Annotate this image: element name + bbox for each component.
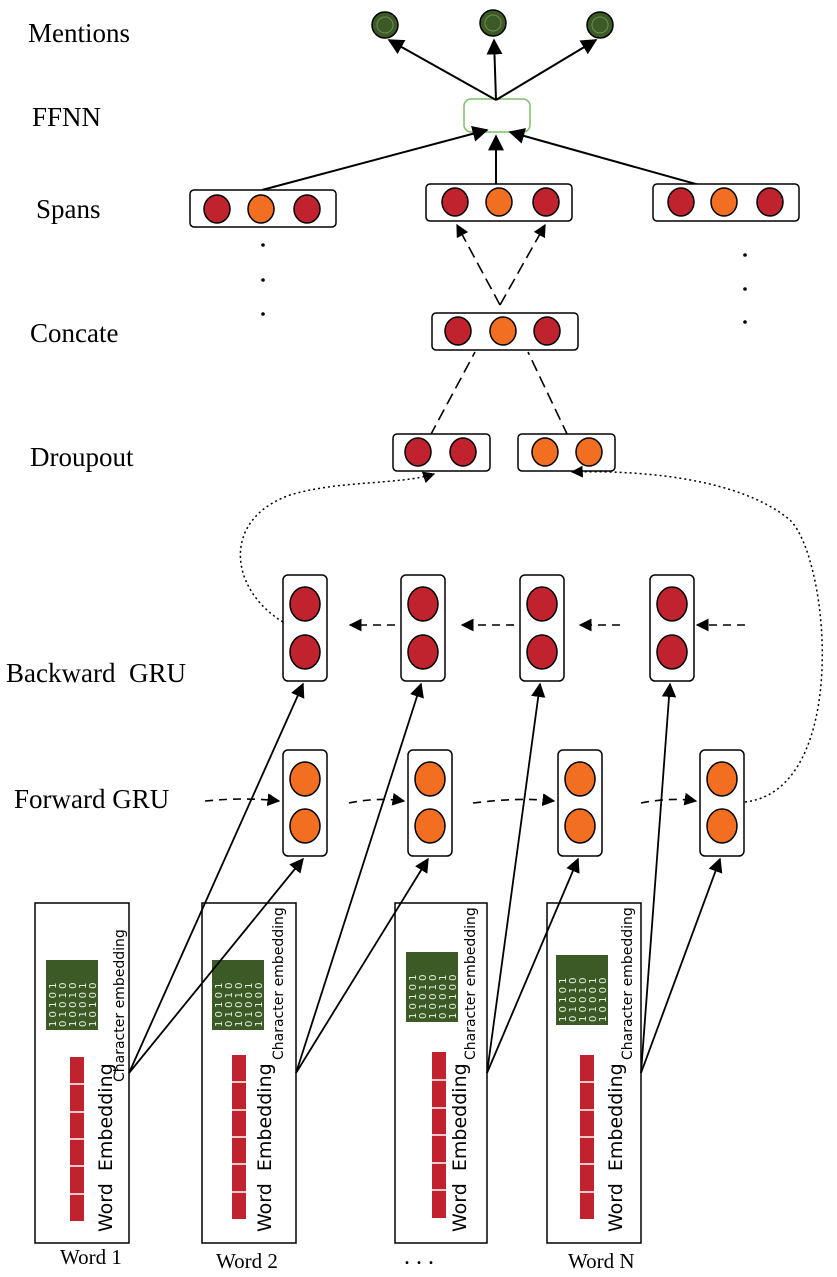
svg-text:1 0 1 0 0: 1 0 1 0 0 xyxy=(598,977,609,1022)
character-embedding-label: Character embedding xyxy=(271,907,287,1060)
dropout-vector-backward xyxy=(392,433,491,472)
svg-text:0 1 0 0 1: 0 1 0 0 1 xyxy=(588,977,599,1022)
svg-text:1 0 1 0 0: 1 0 1 0 0 xyxy=(88,982,99,1027)
character-embedding-label: Character embedding xyxy=(620,907,636,1060)
backward-gru-cell-1 xyxy=(282,574,328,682)
word-box-labels: Character embedding Word Embedding Chara… xyxy=(95,907,636,1232)
span-vector-1 xyxy=(189,189,337,228)
spans-to-ffnn-arrows xyxy=(261,125,711,191)
mention-node-3 xyxy=(586,11,614,39)
svg-text:1 0 1 0 1: 1 0 1 0 1 xyxy=(214,982,225,1027)
dropout-vector-forward xyxy=(517,433,616,472)
svg-text:0 1 0 0 1: 0 1 0 0 1 xyxy=(78,982,89,1027)
layer-label-ffnn: FFNN xyxy=(32,102,101,132)
word-embedding-label: Word Embedding xyxy=(95,1063,117,1232)
forward-gru-cell-3 xyxy=(557,749,603,857)
word-label-2: Word 2 xyxy=(216,1249,278,1273)
backward-gru-cell-2 xyxy=(400,574,446,682)
forward-gru-cell-4 xyxy=(699,749,745,857)
ffnn-box xyxy=(463,98,531,133)
svg-text:0 1 0 1 0: 0 1 0 1 0 xyxy=(58,982,69,1027)
svg-text:1 0 1 0 1: 1 0 1 0 1 xyxy=(408,974,419,1019)
forward-gru-cell-1 xyxy=(282,749,328,857)
svg-text:1 0 1 0 1: 1 0 1 0 1 xyxy=(48,982,59,1027)
mention-node-1 xyxy=(371,11,399,39)
character-embedding-grid xyxy=(212,960,264,1030)
svg-text:0 1 0 1 0: 0 1 0 1 0 xyxy=(418,974,429,1019)
word-to-gru-arrows xyxy=(128,682,723,1074)
word-embedding-label: Word Embedding xyxy=(254,1063,276,1232)
span-vector-2 xyxy=(425,183,573,222)
forward-gru-cell-2 xyxy=(407,749,453,857)
svg-text:1 0 1 0 1: 1 0 1 0 1 xyxy=(558,977,569,1022)
svg-text:1 0 0 1 0: 1 0 0 1 0 xyxy=(578,977,589,1022)
svg-text:0 1 0 0 1: 0 1 0 0 1 xyxy=(438,974,449,1019)
gru-to-dropout-curves xyxy=(239,465,824,803)
layer-label-forward-gru: Forward GRU xyxy=(14,784,169,814)
layer-label-spans: Spans xyxy=(36,194,101,224)
layer-label-backward-gru: Backward GRU xyxy=(6,658,186,688)
word-label-n: Word N xyxy=(568,1249,635,1273)
svg-text:1 0 0 1 0: 1 0 0 1 0 xyxy=(428,974,439,1019)
ffnn-to-mentions-arrows xyxy=(387,38,598,101)
concate-vector xyxy=(431,312,579,351)
span-vector-3 xyxy=(652,183,800,222)
svg-text:1 0 1 0 0: 1 0 1 0 0 xyxy=(448,974,459,1019)
svg-text:0 1 0 1 0: 0 1 0 1 0 xyxy=(568,977,579,1022)
backward-gru-cell-3 xyxy=(519,574,565,682)
svg-text:0 1 0 0 1: 0 1 0 0 1 xyxy=(244,982,255,1027)
forward-gru-arrows xyxy=(204,792,698,807)
span-ellipsis-dots xyxy=(261,243,747,324)
word-box-4 xyxy=(546,902,642,1244)
concate-to-span-arrows xyxy=(456,223,546,306)
backward-gru-cells xyxy=(282,574,695,682)
layer-label-dropout: Droupout xyxy=(30,442,134,472)
character-embedding-label: Character embedding xyxy=(112,929,128,1082)
mention-node-2 xyxy=(479,9,507,37)
character-embedding-grid xyxy=(406,952,458,1022)
word-box-2 xyxy=(201,902,297,1244)
word-ellipsis: . . . xyxy=(404,1244,434,1270)
character-embedding-grid xyxy=(556,955,608,1025)
layer-label-mentions: Mentions xyxy=(28,18,130,48)
layer-label-concate: Concate xyxy=(30,318,118,348)
word-embedding-label: Word Embedding xyxy=(605,1063,627,1232)
svg-text:1 0 0 1 0: 1 0 0 1 0 xyxy=(234,982,245,1027)
dropout-to-concate-lines xyxy=(429,351,569,437)
character-embedding-label: Character embedding xyxy=(463,907,479,1060)
forward-gru-cells xyxy=(282,749,745,857)
character-embedding-grid xyxy=(46,960,98,1030)
mention-nodes xyxy=(371,9,614,39)
svg-text:0 1 0 1 0: 0 1 0 1 0 xyxy=(224,982,235,1027)
backward-gru-cell-4 xyxy=(649,574,695,682)
word-label-1: Word 1 xyxy=(60,1245,122,1269)
word-box-3 xyxy=(394,902,488,1244)
embedding-segments xyxy=(70,1079,594,1195)
svg-text:1 0 1 0 0: 1 0 1 0 0 xyxy=(254,982,265,1027)
character-bits: 1 0 1 0 1 0 1 0 1 0 1 0 0 1 0 0 1 0 0 1 … xyxy=(48,974,609,1027)
svg-text:1 0 0 1 0: 1 0 0 1 0 xyxy=(68,982,79,1027)
word-embedding-label: Word Embedding xyxy=(449,1063,471,1232)
